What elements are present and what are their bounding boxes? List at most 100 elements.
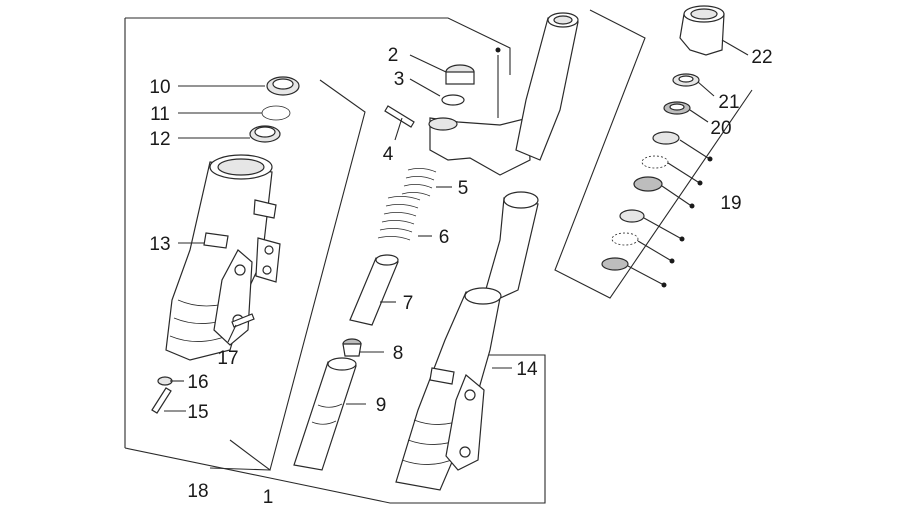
callout-16: 16 bbox=[187, 372, 208, 393]
callout-12: 12 bbox=[149, 129, 170, 150]
part-13-bore bbox=[217, 158, 265, 176]
part-6-long-spring bbox=[377, 196, 421, 241]
leader-22 bbox=[721, 39, 749, 56]
dot-19b bbox=[697, 180, 703, 186]
dot-yoke bbox=[495, 47, 501, 53]
stem-bore bbox=[553, 15, 573, 25]
dot-19a bbox=[707, 156, 713, 162]
part-19-cup-b bbox=[619, 209, 645, 223]
part-13-bracket bbox=[203, 232, 229, 249]
part-7-top bbox=[375, 254, 399, 266]
dot-19f bbox=[661, 282, 667, 288]
leader-17 bbox=[227, 324, 237, 343]
part-9-rings bbox=[311, 403, 343, 425]
part-19-balls-b bbox=[611, 232, 639, 246]
part-2-cap-body bbox=[445, 71, 475, 85]
leader-4 bbox=[394, 117, 403, 141]
callout-11: 11 bbox=[150, 104, 170, 125]
callout-2: 2 bbox=[388, 45, 399, 66]
part-9-top bbox=[327, 357, 357, 371]
leader-19e bbox=[637, 240, 671, 261]
part-16-washer bbox=[157, 376, 173, 386]
part-9-damper-tube bbox=[293, 361, 357, 471]
part-14-mount-hole-b bbox=[459, 446, 471, 458]
part-17-screw bbox=[231, 313, 255, 328]
part-13-clamp-hole-b bbox=[262, 265, 272, 275]
leader-20 bbox=[689, 109, 709, 123]
group-frames bbox=[124, 9, 753, 504]
leader-3 bbox=[409, 78, 441, 97]
part-14-fork-slider bbox=[395, 291, 501, 491]
part-19-balls-a bbox=[641, 155, 669, 169]
part-13-mount-hole-a bbox=[234, 264, 246, 276]
part-19-cup-a bbox=[652, 131, 680, 145]
part-20-inner bbox=[669, 103, 685, 111]
part-10-inner bbox=[272, 78, 294, 90]
part-19-cone-a bbox=[633, 176, 663, 192]
frame-assembly-1-bottom bbox=[124, 354, 546, 504]
part-5-short-spring bbox=[401, 168, 437, 197]
callout-22: 22 bbox=[751, 47, 772, 68]
callout-10: 10 bbox=[149, 77, 170, 98]
callout-19: 19 bbox=[720, 193, 741, 214]
part-15-bolt bbox=[151, 387, 172, 414]
center-parts bbox=[293, 64, 531, 471]
leader-19c bbox=[661, 185, 691, 206]
right-fork-tube bbox=[483, 197, 539, 301]
leader-19b bbox=[667, 162, 699, 183]
callout-7: 7 bbox=[403, 293, 414, 314]
callout-18: 18 bbox=[187, 481, 208, 502]
part-yoke-clamp-left bbox=[428, 117, 458, 131]
leader-21 bbox=[697, 81, 715, 97]
frame-group-18 bbox=[229, 79, 366, 471]
leader-lines bbox=[164, 39, 749, 412]
part-7-tube bbox=[349, 257, 399, 326]
callout-9: 9 bbox=[376, 395, 387, 416]
leader-19a bbox=[679, 139, 709, 159]
part-4-bolt bbox=[384, 105, 415, 128]
leader-2 bbox=[409, 54, 447, 73]
callout-1: 1 bbox=[263, 487, 274, 508]
frame-group-18-leader bbox=[209, 467, 271, 471]
callout-4: 4 bbox=[383, 144, 394, 165]
leader-19f bbox=[627, 265, 663, 285]
callout-15: 15 bbox=[187, 402, 208, 423]
frame-assembly-1 bbox=[125, 17, 511, 75]
part-14-caliper-mount bbox=[445, 374, 485, 471]
part-13-tab bbox=[253, 199, 277, 219]
part-13-clamp-block bbox=[255, 237, 281, 283]
part-21-inner bbox=[678, 75, 694, 83]
part-12-inner bbox=[254, 126, 276, 138]
dot-19c bbox=[689, 203, 695, 209]
part-14-mount-hole-a bbox=[464, 389, 476, 401]
part-yoke bbox=[429, 117, 531, 176]
left-fork-leg bbox=[151, 76, 300, 414]
headset-stack bbox=[601, 5, 725, 271]
part-14-top bbox=[464, 287, 502, 305]
part-14-bracket bbox=[429, 367, 455, 385]
right-fork-tube-top bbox=[503, 191, 539, 209]
callout-6: 6 bbox=[439, 227, 450, 248]
callout-8: 8 bbox=[393, 343, 404, 364]
part-19-cone-b bbox=[601, 257, 629, 271]
part-11-circlip bbox=[261, 105, 291, 121]
dot-19d bbox=[679, 236, 685, 242]
callout-13: 13 bbox=[149, 234, 170, 255]
callout-14: 14 bbox=[516, 359, 538, 380]
dot-19e bbox=[669, 258, 675, 264]
part-22-bore bbox=[690, 8, 718, 20]
callout-5: 5 bbox=[458, 178, 469, 199]
part-13-clamp-hole-a bbox=[264, 245, 274, 255]
callout-labels: 2 3 4 5 6 7 8 9 10 11 12 13 14 15 16 17 … bbox=[149, 45, 772, 508]
stem-tube bbox=[515, 17, 579, 161]
callout-21: 21 bbox=[718, 92, 739, 113]
callout-17: 17 bbox=[217, 348, 238, 369]
part-8-bush-body bbox=[342, 343, 362, 357]
part-3-o-ring bbox=[441, 94, 465, 106]
steering-stem-right-leg bbox=[395, 12, 579, 491]
frame-group-19 bbox=[554, 9, 753, 299]
leader-19d bbox=[643, 217, 681, 239]
callout-3: 3 bbox=[394, 69, 405, 90]
